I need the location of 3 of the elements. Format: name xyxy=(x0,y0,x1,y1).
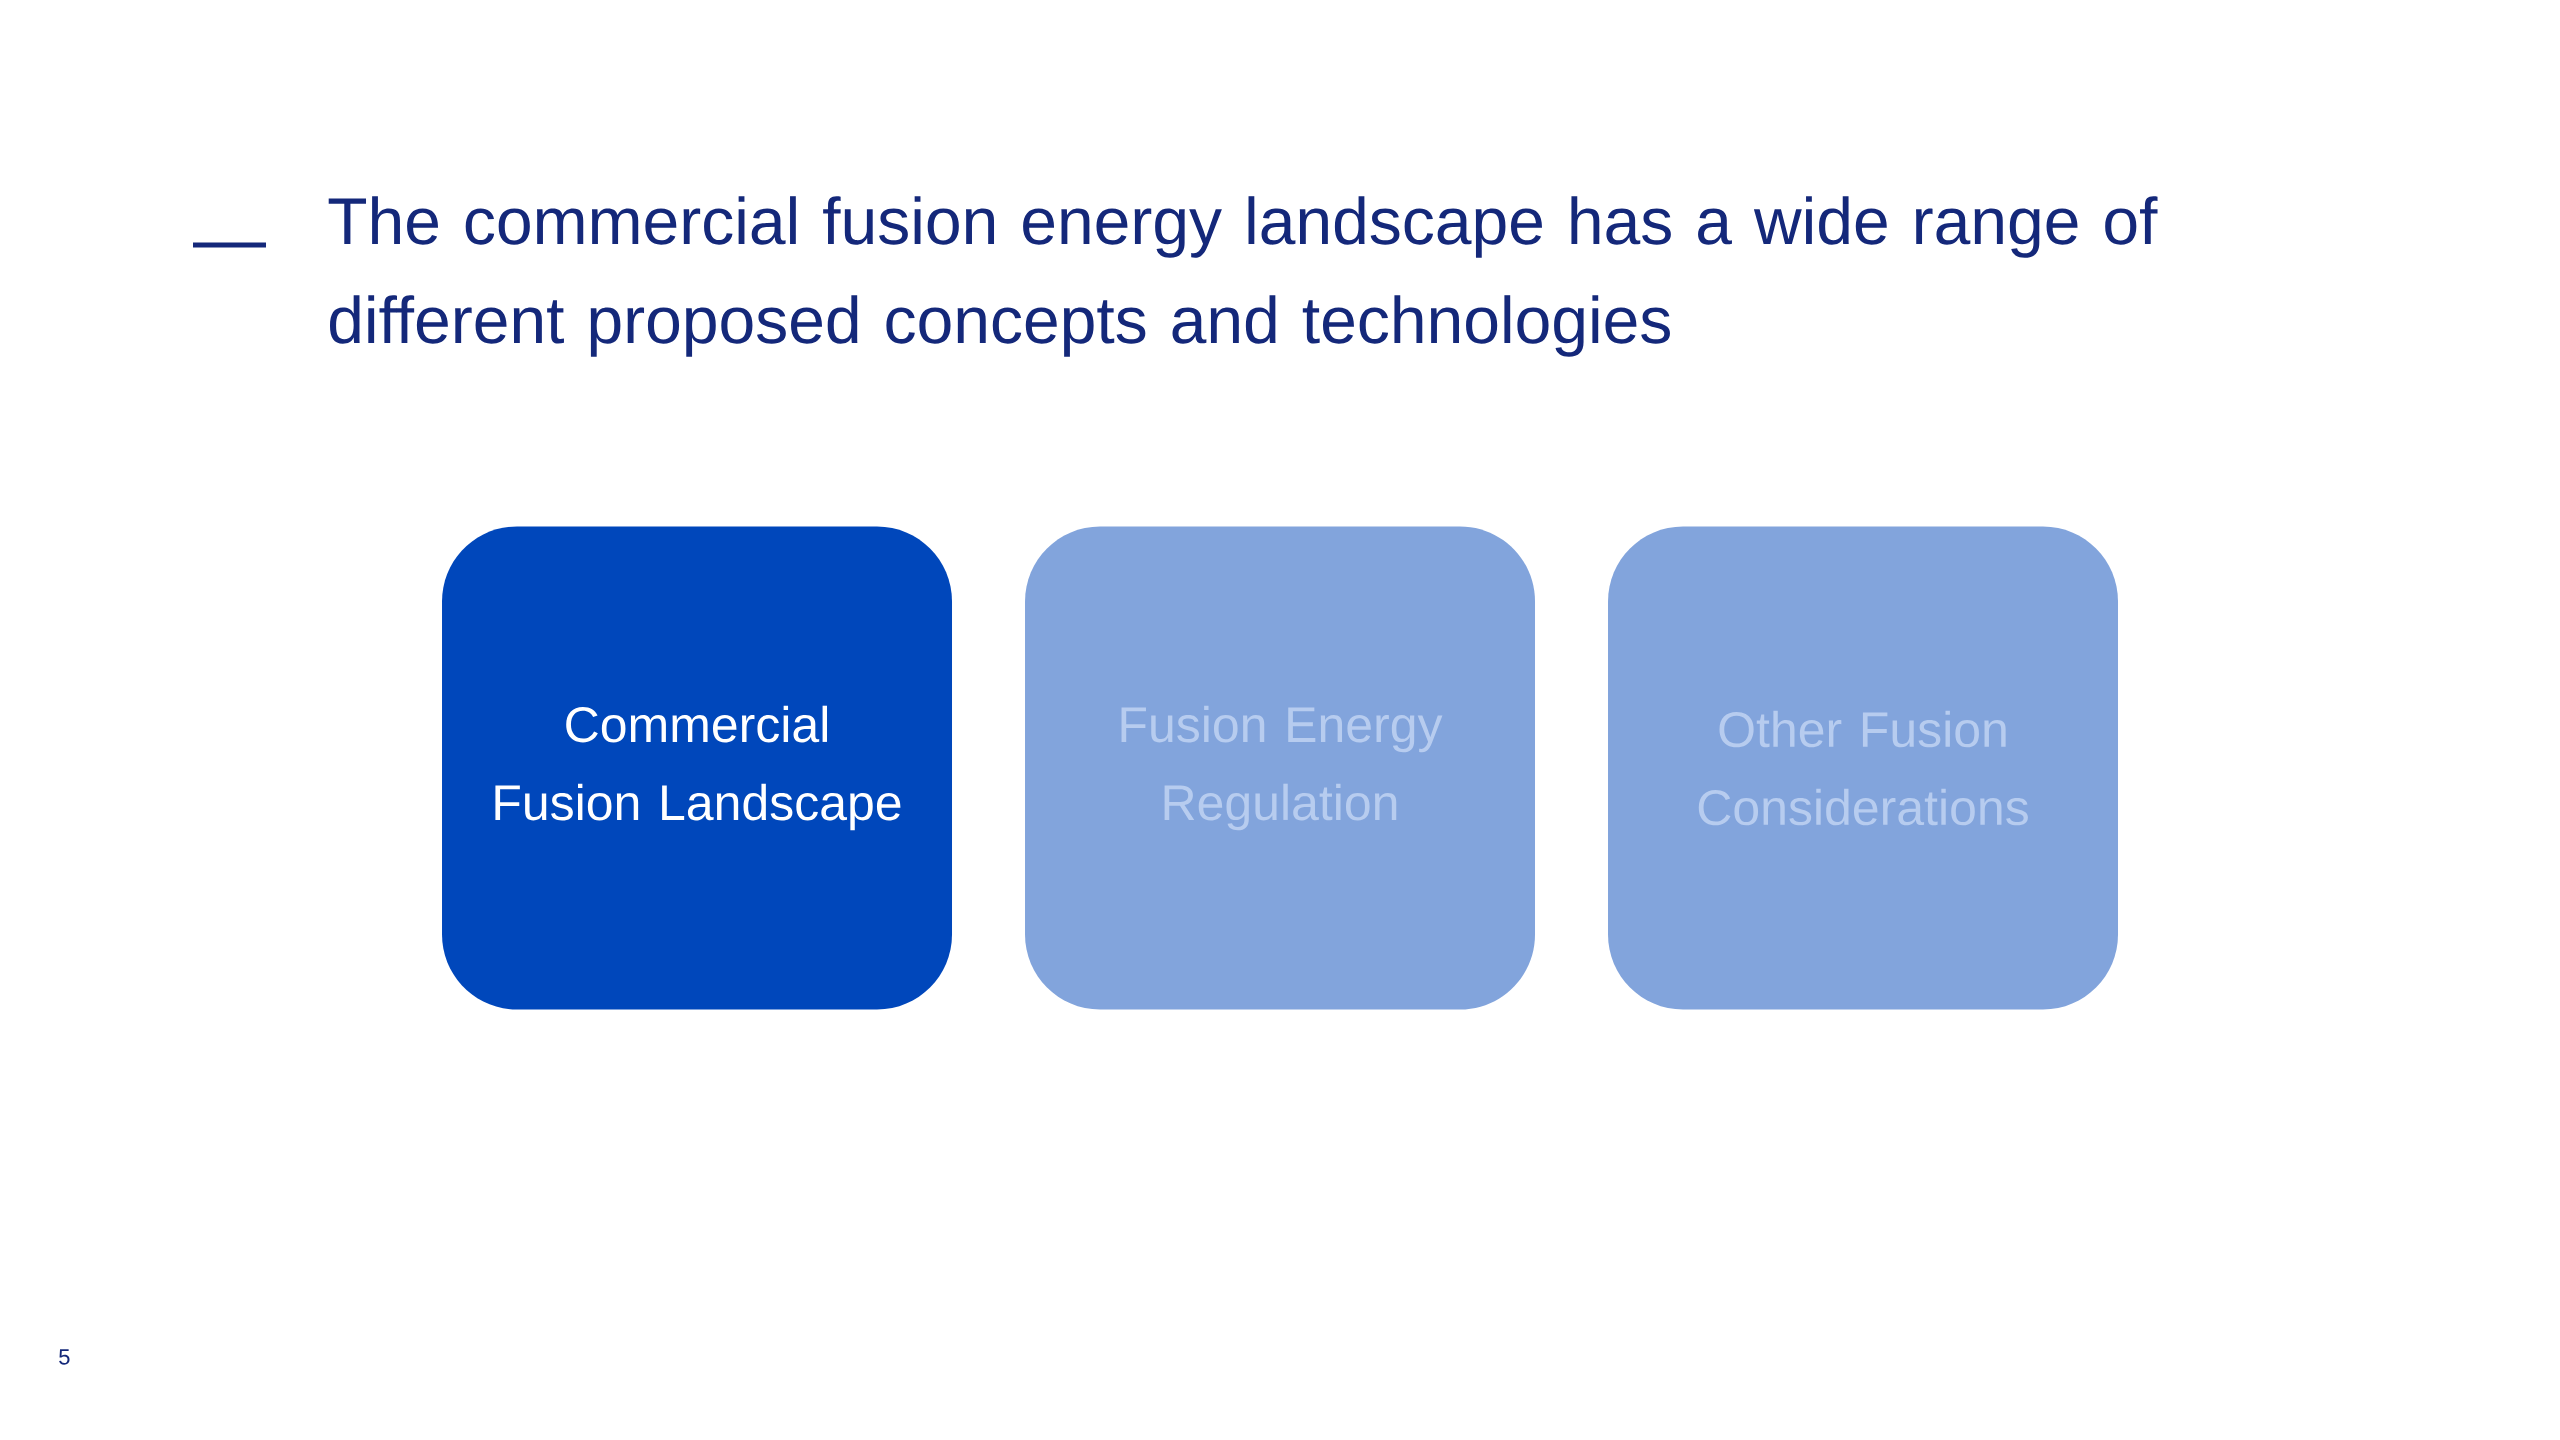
page-number: 5 xyxy=(59,1349,70,1365)
topic-box: Commercial Fusion Landscape xyxy=(442,526,952,1010)
slide-title: The commercial fusion energy landscape has a wide range of different proposed concepts and technologies xyxy=(328,196,2158,357)
